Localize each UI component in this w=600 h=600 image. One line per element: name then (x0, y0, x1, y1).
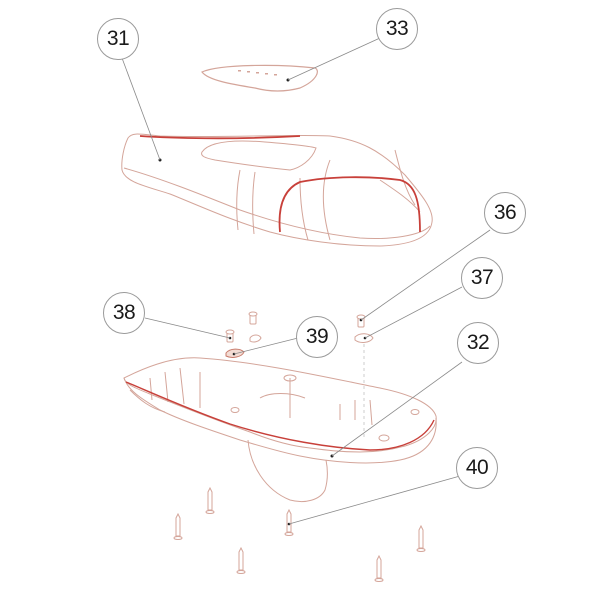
leader-39 (233, 337, 299, 355)
part-33-button-panel (201, 64, 318, 92)
part-36-screw (356, 314, 366, 328)
part-32-accent-line (125, 381, 435, 451)
leader-lines (121, 37, 491, 525)
leader-31 (121, 57, 161, 161)
leader-32 (331, 361, 463, 457)
screw-1 (205, 486, 215, 514)
leader-37 (364, 286, 463, 339)
leader-40 (288, 475, 461, 525)
leader-33 (287, 37, 381, 81)
leader-36 (360, 229, 491, 321)
part-39-clip-2 (249, 334, 262, 343)
callout-33: 33 (376, 8, 418, 50)
callout-40: 40 (456, 447, 498, 489)
part-38-screw-2 (248, 311, 258, 325)
callout-38: 38 (103, 292, 145, 334)
screw-3 (284, 508, 294, 536)
callout-39: 39 (296, 316, 338, 358)
part-32-lower-housing (123, 357, 437, 503)
screw-4 (236, 546, 246, 574)
screw-5 (416, 524, 426, 552)
callout-31: 31 (97, 18, 139, 60)
callout-36: 36 (484, 192, 526, 234)
part-31-accent-lines (139, 135, 421, 233)
part-40-screws (173, 486, 426, 582)
part-39-clip (225, 348, 245, 358)
part-31-upper-shell (121, 133, 433, 247)
part-38-screw (225, 329, 235, 343)
callout-37: 37 (461, 257, 503, 299)
callout-32: 32 (457, 322, 499, 364)
screw-2 (173, 512, 183, 540)
leader-38 (144, 317, 231, 339)
screw-6 (374, 554, 384, 582)
